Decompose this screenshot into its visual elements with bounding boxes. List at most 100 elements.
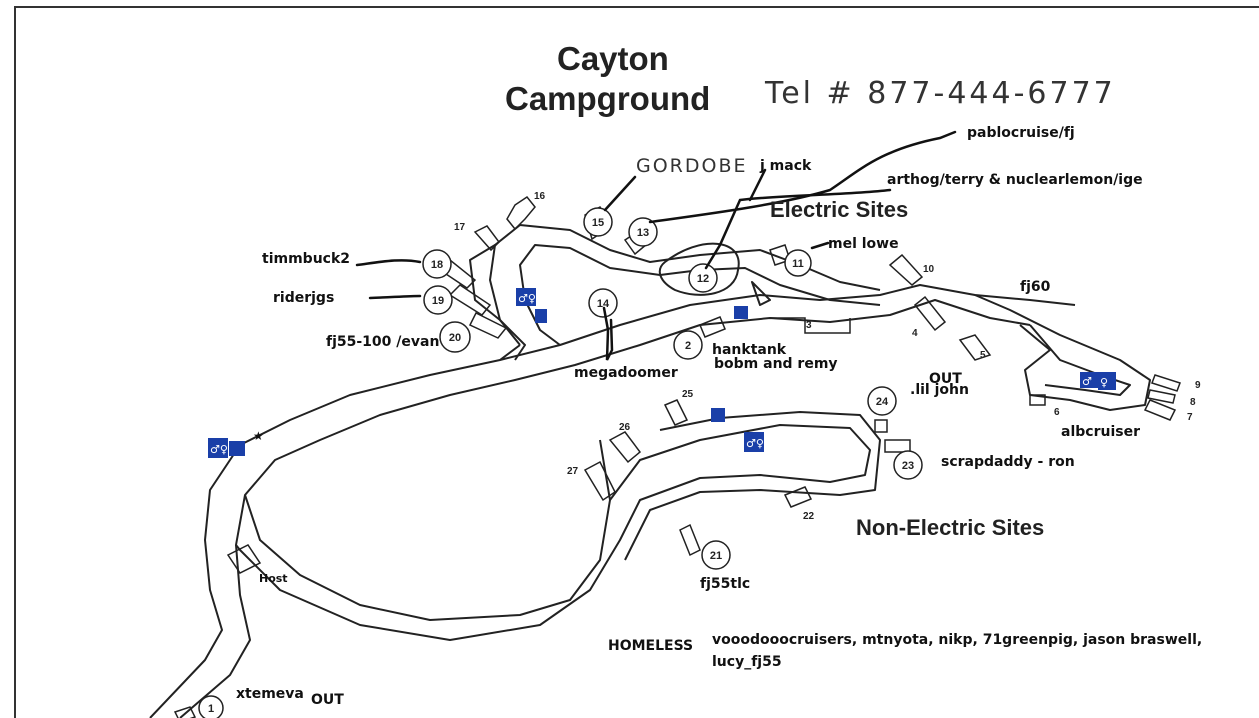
pointer-megadoomer [602,306,614,361]
pad-20 [468,311,508,339]
pointer-pablocruise [648,130,957,224]
label-homeless-list-1: vooodooocruisers, mtnyota, nikp, 71green… [712,632,1203,648]
restroom-icon [744,432,764,452]
site-num-7: 7 [1187,412,1193,423]
label-xtemeva: xtemeva [236,686,304,702]
site-num-9: 9 [1195,380,1201,391]
site-num-11: 11 [792,258,804,270]
site-circle-20 [439,321,471,353]
label-riderjgs: riderjgs [273,290,335,306]
pad-7 [1143,399,1177,421]
label-timmbuck2: timmbuck2 [262,251,351,267]
pad-17 [473,225,500,252]
pad-6 [1029,394,1046,406]
site-num-17: 17 [454,222,466,233]
site-circle-11 [784,249,812,277]
restroom-icon [516,288,536,306]
pad-16 [506,195,536,231]
label-fj60: fj60 [1020,279,1051,295]
pad-3 [770,317,851,334]
site-circle-15 [583,207,613,237]
water-icon [711,408,725,422]
site-num-27: 27 [567,466,579,477]
site-num-1: 1 [208,703,214,715]
site-num-14: 14 [597,298,610,310]
label-arthog: arthog/terry & nuclearlemon/ige [887,172,1143,188]
site-num-15: 15 [592,217,604,229]
water-icon [734,306,748,319]
left-spur [469,244,526,361]
label-bobm: bobm and remy [714,356,838,372]
star-marker: ★ [253,429,264,443]
label-out-1: OUT [929,371,962,387]
label-jmack: j mack [760,158,812,174]
restroom-icons [208,288,1116,458]
pad-27 [583,460,616,502]
site-num-13: 13 [637,227,649,239]
pad-4 [913,295,947,332]
label-mel-lowe: mel lowe [828,236,899,252]
lower-loop [235,424,871,641]
site-circle-14 [588,288,618,318]
label-albcruiser: albcruiser [1061,424,1140,440]
site-num-16: 16 [534,191,546,202]
site-circle-24 [867,386,897,416]
svg-text:♂♀: ♂♀ [518,292,536,305]
site-num-20: 20 [449,332,461,344]
pointer-arthog [704,188,892,270]
label-hanktank: hanktank [712,342,787,358]
pad-5 [958,334,992,361]
pointer-gordobe [603,175,637,212]
site-num-26: 26 [619,422,631,433]
map-title-line1: Cayton [557,40,669,77]
site-num-21: 21 [710,550,722,562]
restroom-icon [1098,372,1116,390]
pointer-mel-lowe [810,241,830,250]
site-num-6: 6 [1054,407,1060,418]
site-num-25: 25 [682,389,694,400]
lower-inner [599,411,881,561]
site-num-2: 2 [685,340,691,352]
pad-1 [173,706,197,718]
pad-10 [888,253,924,286]
site-num-24: 24 [876,396,889,408]
non-electric-sites-heading: Non-Electric Sites [856,515,1045,540]
svg-text:♂♀: ♂♀ [210,443,228,456]
site-circle-2 [673,330,703,360]
electric-sites-heading: Electric Sites [770,197,909,222]
label-scrapdaddy: scrapdaddy - ron [941,454,1075,470]
map-frame [14,6,1259,718]
pad-26 [608,431,642,464]
site-num-23: 23 [902,460,914,472]
inner-tri [751,281,771,306]
site-num-3: 3 [806,320,812,331]
pointer-timmbuck2 [355,259,422,267]
site-num-12: 12 [697,273,709,285]
site-num-5: 5 [980,350,986,361]
pointer-jmack [748,168,767,202]
pad-22 [783,486,813,508]
label-pablocruise: pablocruise/fj [967,125,1075,141]
gordobe-label: GORDOBE [636,155,748,177]
pad-8 [1147,389,1176,404]
host-label: Host [259,572,288,585]
pad-24 [874,419,888,433]
water-icon [535,309,547,323]
site-circle-23 [893,450,923,480]
site-num-19: 19 [432,295,444,307]
site-circle-19 [423,285,453,315]
water-icon [229,441,245,456]
site-num-4: 4 [912,328,918,339]
site-circle-21 [701,540,731,570]
pad-25 [663,399,689,426]
pad-23 [884,439,911,453]
map-title-line2: Campground [505,80,711,117]
inner-oval [658,242,740,296]
restroom-icon [1080,372,1098,388]
label-homeless-list-2: lucy_fj55 [712,654,782,670]
label-lil-john: .lil john [910,382,969,398]
pointer-riderjgs [368,294,422,300]
label-fj55tlc: fj55tlc [700,576,751,592]
site-circle-12 [688,263,718,293]
